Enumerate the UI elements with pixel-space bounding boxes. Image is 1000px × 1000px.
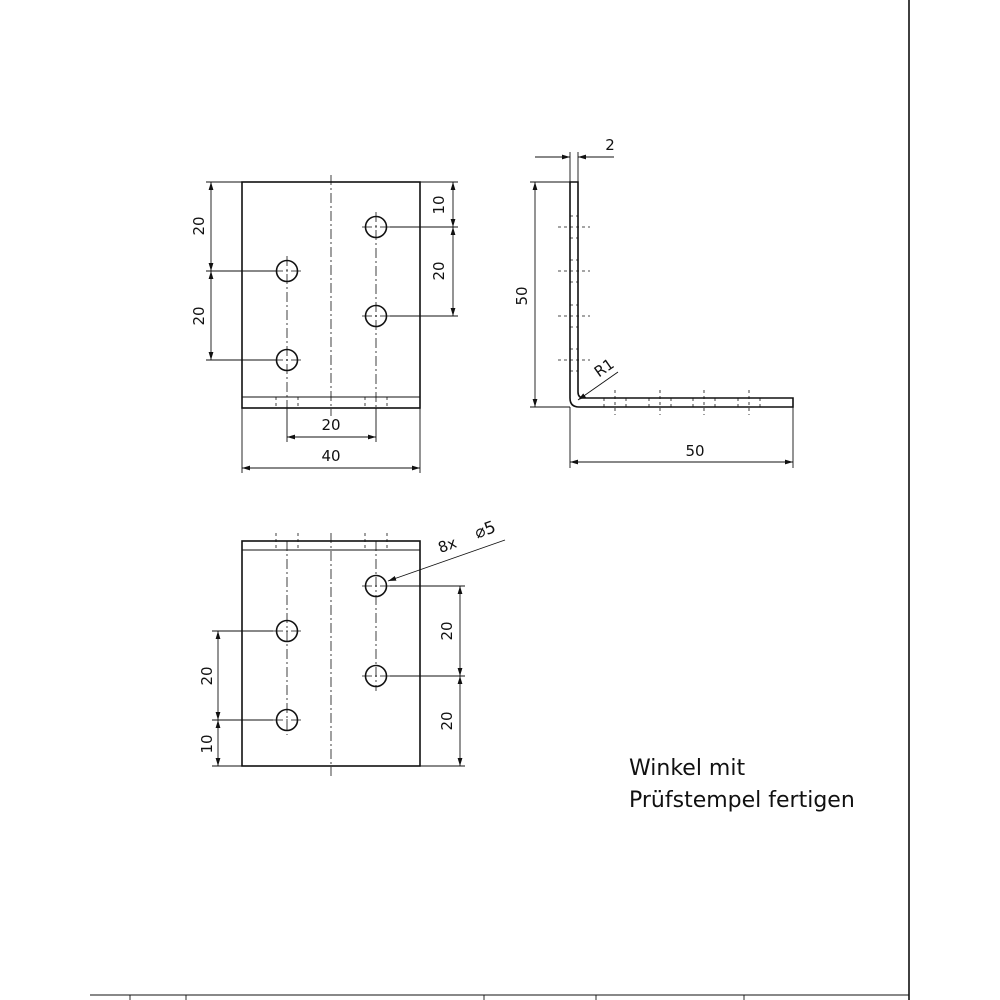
sheet-frame <box>90 0 910 1000</box>
side-dim-thickness: 2 <box>605 136 615 154</box>
manufacturing-note: Winkel mit Prüfstempel fertigen <box>629 756 855 813</box>
front-dim-hole-spacing: 20 <box>321 416 340 434</box>
side-view: 2 50 R1 50 <box>513 136 794 468</box>
front-dim-upper-left: 20 <box>190 216 208 235</box>
side-dim-radius: R1 <box>591 355 618 381</box>
front-view: 20 20 10 20 20 40 <box>190 175 458 473</box>
front-dim-right-top: 10 <box>430 195 448 214</box>
bottom-dim-right-lower: 20 <box>438 711 456 730</box>
bottom-view: 8x ⌀5 20 20 20 10 <box>198 517 506 776</box>
side-dim-length: 50 <box>685 442 704 460</box>
front-dim-right-mid: 20 <box>430 261 448 280</box>
bottom-dim-left-10: 10 <box>198 734 216 753</box>
bottom-dim-left-20: 20 <box>198 666 216 685</box>
front-dim-lower-left: 20 <box>190 306 208 325</box>
front-dim-width: 40 <box>321 447 340 465</box>
hole-callout-diameter: ⌀5 <box>472 517 499 543</box>
bottom-dim-right-upper: 20 <box>438 621 456 640</box>
note-line-1: Winkel mit <box>629 756 745 781</box>
hole-callout-count: 8x <box>436 534 460 557</box>
side-dim-height: 50 <box>513 286 531 305</box>
note-line-2: Prüfstempel fertigen <box>629 788 855 813</box>
